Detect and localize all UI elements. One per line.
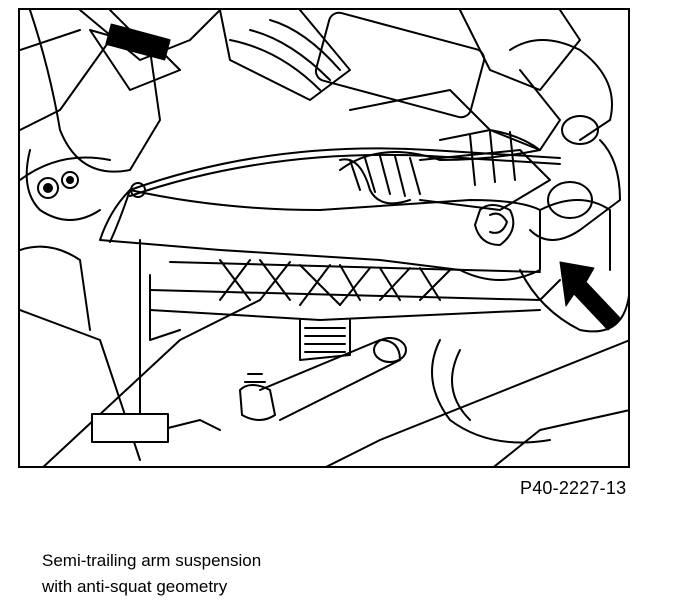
lower-link <box>91 239 407 443</box>
wheel-hub <box>431 181 628 444</box>
drive-shaft-boot <box>219 10 621 241</box>
semi-trailing-arm <box>99 182 561 361</box>
figure-id: P40-2227-13 <box>520 478 627 498</box>
caption-line-2: with anti-squat geometry <box>42 577 228 596</box>
differential-housing <box>25 10 221 221</box>
caption-line-1: Semi-trailing arm suspension <box>42 551 262 570</box>
brake-line <box>129 147 561 191</box>
brake-line-outer <box>129 153 561 197</box>
indicator-arrow <box>559 261 621 331</box>
illustration-frame <box>18 8 630 468</box>
chassis-floor <box>20 29 628 466</box>
suspension-line-drawing <box>20 10 628 466</box>
figure-caption: Semi-trailing arm suspension with anti-s… <box>42 548 261 600</box>
